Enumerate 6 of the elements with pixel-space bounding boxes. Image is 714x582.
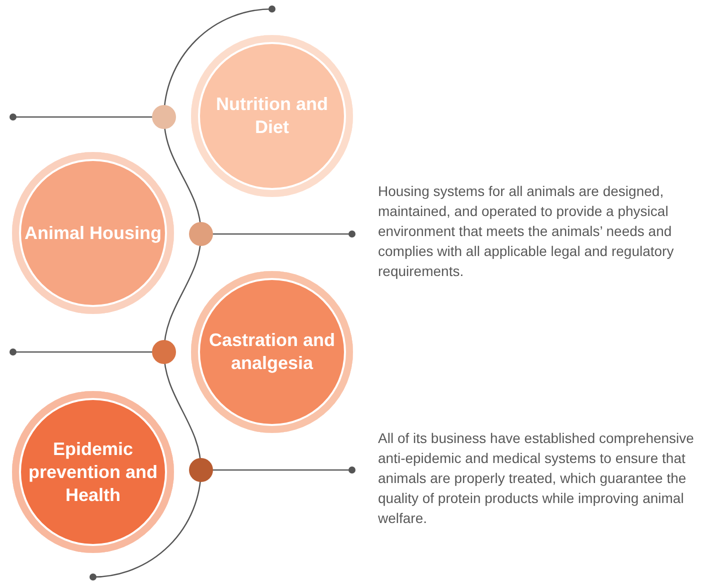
topic-title: Nutrition and Diet — [215, 93, 329, 139]
topic-title: Castration and analgesia — [208, 329, 336, 375]
description-text: All of its business have established comprehensive anti-epidemic and medical systems to ensure that animals are properly treated, which guarantee the quality of protein products while improving animal welfare. — [378, 429, 695, 528]
topic-title: Epidemic prevention and Health — [27, 438, 158, 506]
topic-title: Animal Housing — [23, 222, 162, 244]
description-text: Housing systems for all animals are designed, maintained, and operated to provide a physical environment that meets the animals’ needs and complies with all applicable legal and regulatory requirements. — [378, 182, 675, 281]
